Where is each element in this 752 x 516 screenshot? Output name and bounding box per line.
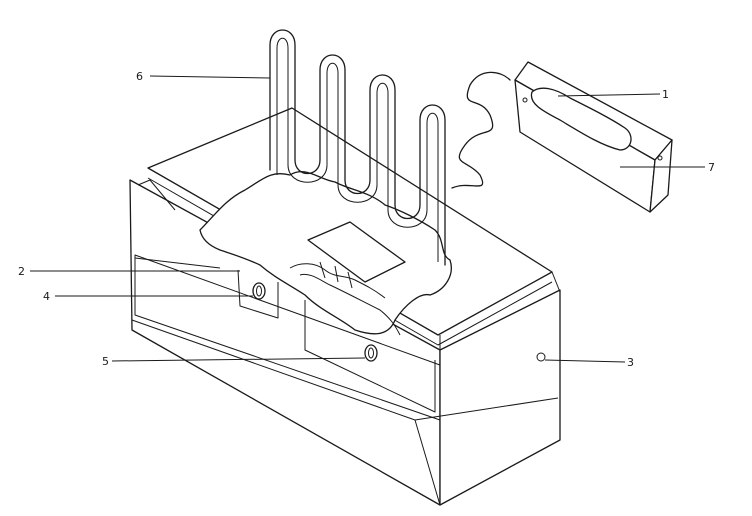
leader-1: [557, 93, 661, 97]
callout-3: 3: [627, 356, 634, 369]
inner-wire-1: [289, 263, 386, 299]
callout-5: 5: [102, 355, 109, 368]
box-hole-right: [657, 155, 663, 161]
callout-1: 1: [662, 88, 669, 101]
front-shelf-line: [134, 257, 221, 269]
limit-switch-upper: [252, 282, 266, 300]
heating-element-coil: [269, 29, 446, 266]
limit-switch-lower: [364, 344, 378, 362]
lead-wire: [451, 71, 511, 189]
callout-7: 7: [708, 161, 715, 174]
callout-6: 6: [136, 70, 143, 83]
coil-inner: [276, 37, 439, 262]
limit-switch-lower-center: [368, 347, 374, 359]
housing-lid-edge-right: [551, 271, 561, 293]
leader-5: [111, 357, 366, 362]
front-lower-panel: [304, 300, 436, 413]
callout-leaders: [30, 75, 705, 363]
housing-inner-corner: [414, 419, 441, 506]
housing-left-corner: [137, 179, 176, 211]
housing-side-face: [439, 289, 561, 506]
terminal-box: [514, 61, 673, 213]
terminal-leads: [319, 261, 353, 289]
leader-6: [149, 75, 271, 79]
limit-switch-upper-center: [256, 285, 262, 297]
box-end-face: [649, 139, 673, 213]
side-screw-hole: [536, 352, 546, 362]
callout-labels: 6 1 7 2 4 5 3: [18, 70, 715, 369]
callout-4: 4: [43, 290, 50, 303]
callout-2: 2: [18, 265, 25, 278]
leader-3: [544, 359, 626, 363]
front-panel-line: [134, 254, 441, 421]
coil-outer: [269, 29, 446, 266]
terminal-block: [307, 221, 406, 283]
box-hole-left: [522, 97, 528, 103]
front-upper-panel: [237, 269, 279, 319]
inner-wire-2: [299, 273, 401, 336]
